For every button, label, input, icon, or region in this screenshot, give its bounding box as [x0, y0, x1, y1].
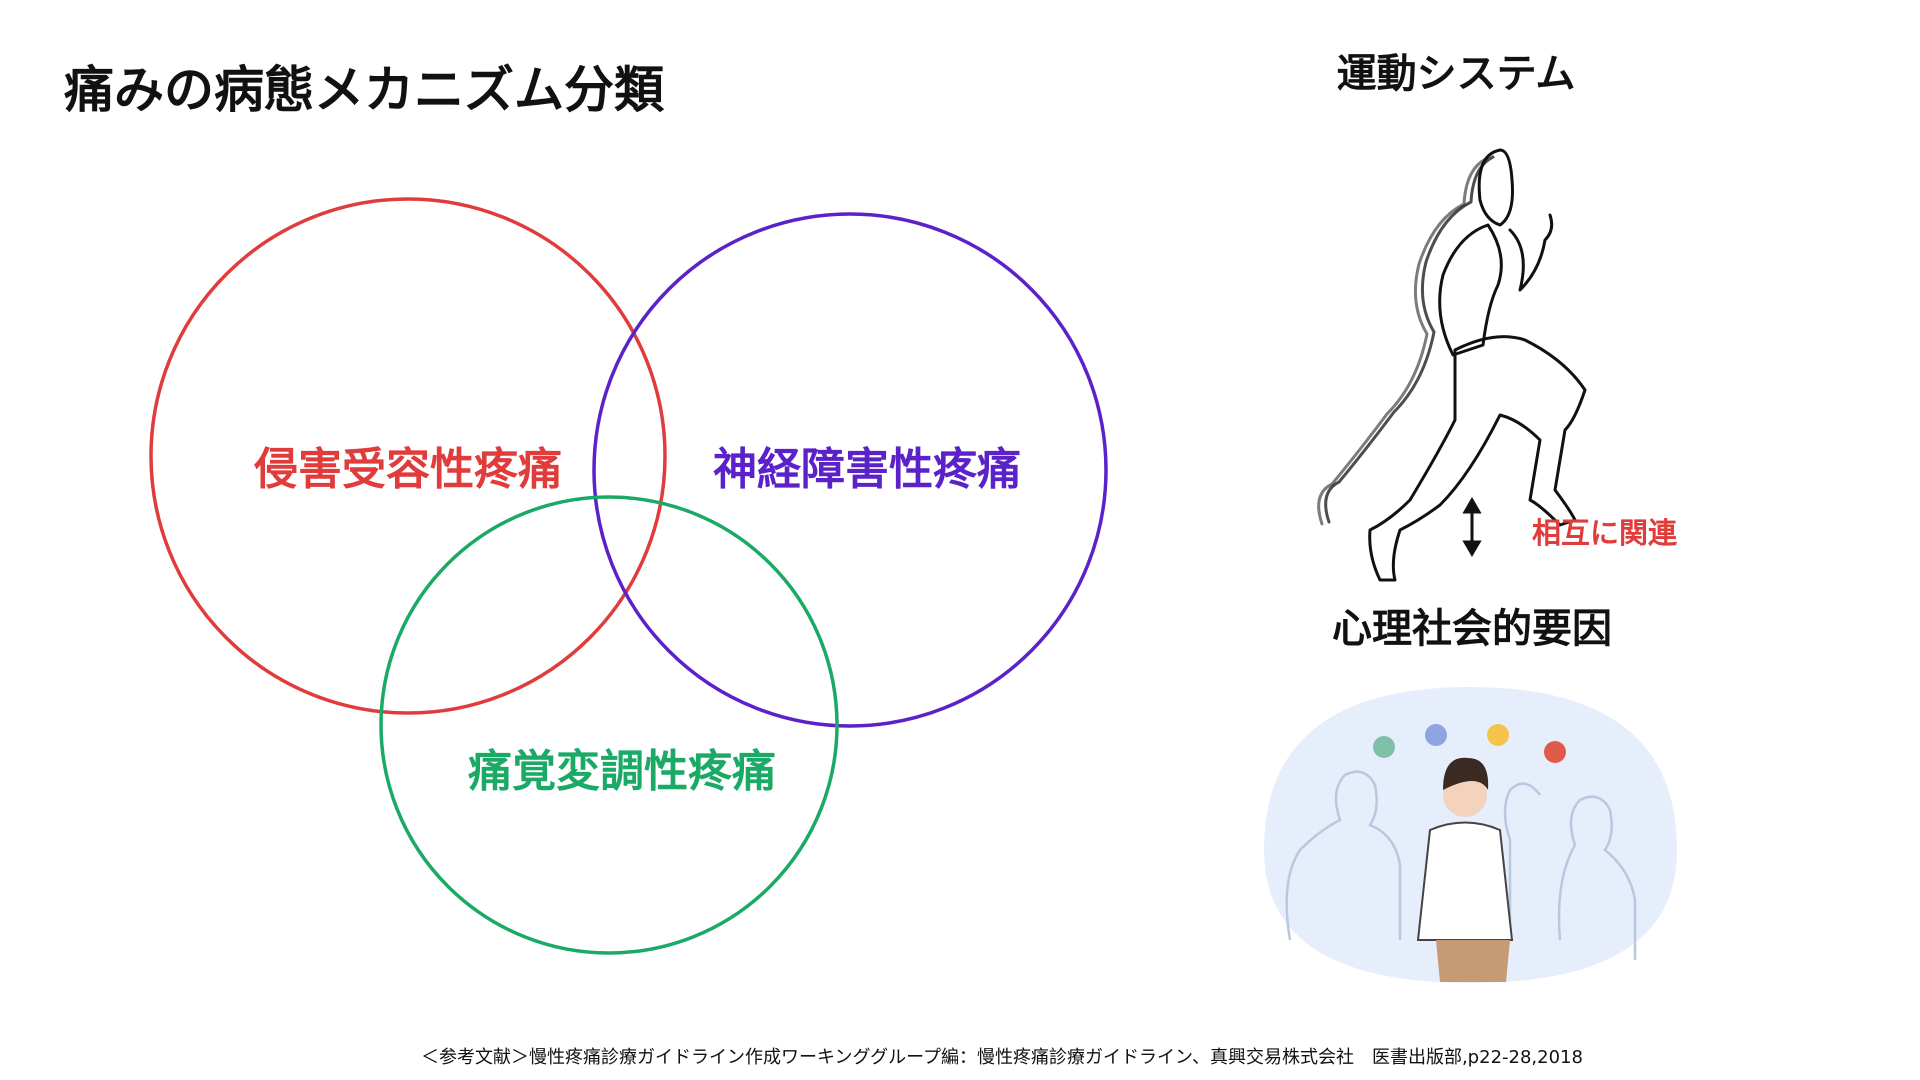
motor-system-label: 運動システム — [1336, 51, 1576, 97]
nociplastic-circle — [379, 495, 839, 955]
mutual-relation-label: 相互に関連 — [1532, 516, 1678, 550]
face-angry-red-icon — [1544, 741, 1566, 763]
nociplastic-pain-label: 痛覚変調性疼痛 — [468, 746, 776, 797]
face-sad-blue-icon — [1425, 724, 1447, 746]
runner-illustration — [1317, 148, 1587, 582]
page-title: 痛みの病態メカニズム分類 — [64, 61, 664, 119]
psychosocial-illustration — [1264, 687, 1677, 983]
face-sad-yellow-icon — [1487, 724, 1509, 746]
neuropathic-circle — [592, 212, 1108, 728]
double-arrow-icon — [1462, 497, 1482, 557]
nociceptive-circle — [149, 197, 667, 715]
reference-footer: ＜参考文献＞慢性疼痛診療ガイドライン作成ワーキンググループ編：慢性疼痛診療ガイド… — [421, 1047, 1583, 1068]
psychosocial-factors-label: 心理社会的要因 — [1332, 606, 1612, 652]
neuropathic-pain-label: 神経障害性疼痛 — [713, 444, 1021, 495]
face-sad-green-icon — [1373, 736, 1395, 758]
nociceptive-pain-label: 侵害受容性疼痛 — [254, 444, 562, 495]
